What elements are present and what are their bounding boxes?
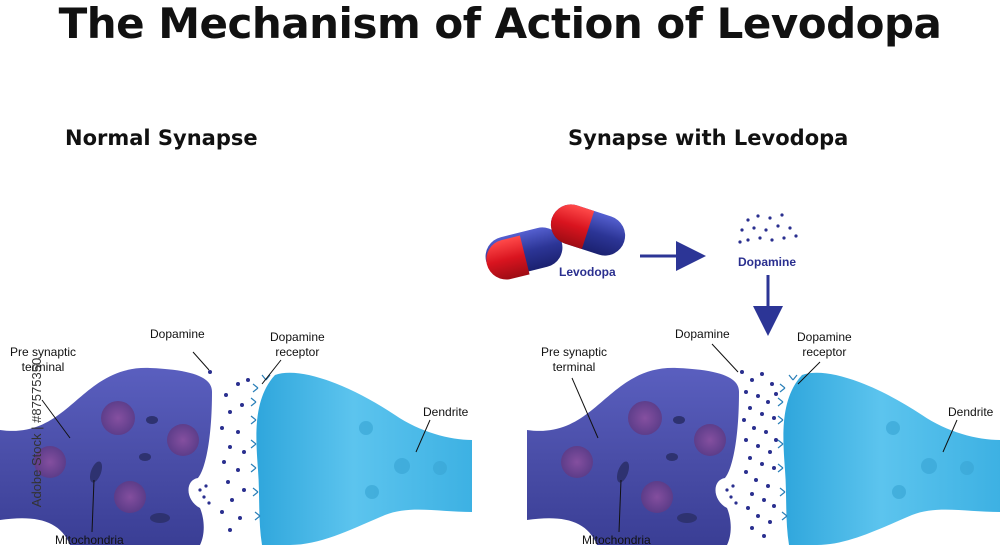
dopamine-cluster-label: Dopamine <box>738 255 797 269</box>
levodopa-pill-2 <box>550 204 626 256</box>
right-presynaptic-label: Pre synaptic terminal <box>541 345 608 374</box>
right-receptor-label: Dopamine receptor <box>797 330 852 359</box>
left-presynaptic-label: Pre synaptic terminal <box>10 345 77 374</box>
left-receptors <box>250 374 271 521</box>
left-mitochondria-label: Mitochondria <box>55 533 124 547</box>
left-dopamine-dots <box>208 370 250 532</box>
levodopa-label: Levodopa <box>559 265 616 279</box>
left-presynaptic-terminal <box>0 367 214 545</box>
right-dopamine-dots <box>740 370 778 538</box>
diagram-title: The Mechanism of Action of Levodopa <box>58 0 942 48</box>
dopamine-cluster <box>738 213 798 244</box>
left-postsynaptic-dendrite <box>256 372 472 545</box>
right-dopamine-label: Dopamine <box>675 327 730 341</box>
right-presynaptic-terminal <box>527 367 741 545</box>
right-receptors <box>777 374 798 521</box>
left-receptor-label: Dopamine receptor <box>270 330 325 359</box>
right-dendrite-label: Dendrite <box>948 405 994 419</box>
levodopa-synapse-heading: Synapse with Levodopa <box>568 126 849 150</box>
levodopa-pill-1 <box>485 227 563 280</box>
normal-synapse-heading: Normal Synapse <box>65 126 258 150</box>
right-mitochondria-label: Mitochondria <box>582 533 651 547</box>
left-dopamine-label: Dopamine <box>150 327 205 341</box>
right-postsynaptic-dendrite <box>783 372 1000 545</box>
stock-watermark: Adobe Stock | #87575350 <box>29 357 45 508</box>
left-dendrite-label: Dendrite <box>423 405 469 419</box>
left-leader-lines <box>41 351 431 533</box>
right-leader-lines <box>571 343 958 533</box>
